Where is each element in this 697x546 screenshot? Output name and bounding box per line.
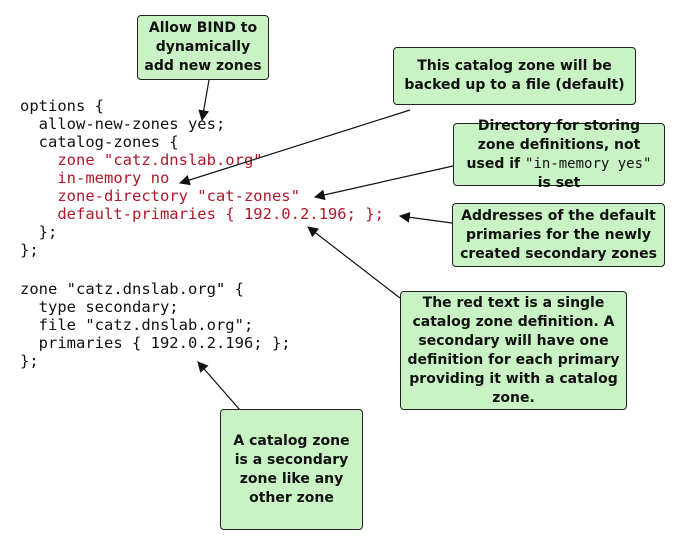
callout-directory: Directory for storing zone definitions, … (453, 118, 665, 191)
code-line-zone-directory: zone-directory "cat-zones" (20, 187, 300, 205)
code-line: primaries { 192.0.2.196; }; (20, 334, 291, 352)
inline-code: "in-memory yes" (525, 155, 652, 172)
code-line: options { (20, 97, 104, 115)
code-line: }; (20, 223, 58, 241)
code-line: allow-new-zones yes; (20, 115, 226, 133)
arrow-addresses (398, 211, 453, 224)
code-line: type secondary; (20, 298, 179, 316)
callout-addresses: Addresses of the default primaries for t… (452, 203, 665, 267)
code-line-catalog-zone: zone "catz.dnslab.org" (20, 151, 263, 169)
options-code-block: options { allow-new-zones yes; catalog-z… (20, 97, 384, 259)
callout-allow-bind: Allow BIND to dynamically add new zones (137, 15, 269, 80)
arrow-red-text (307, 226, 401, 299)
code-line-in-memory: in-memory no (20, 169, 170, 187)
code-line-default-primaries: default-primaries { 192.0.2.196; }; (20, 205, 384, 223)
code-line: catalog-zones { (20, 133, 179, 151)
callout-backed-up: This catalog zone will be backed up to a… (393, 47, 636, 105)
arrow-allow-bind (198, 79, 210, 122)
code-line: file "catz.dnslab.org"; (20, 316, 254, 334)
arrow-directory (313, 165, 454, 201)
callout-catalog-zone: A catalog zone is a secondary zone like … (220, 409, 363, 530)
code-line: zone "catz.dnslab.org" { (20, 280, 244, 298)
callout-red-text: The red text is a single catalog zone de… (400, 291, 627, 410)
code-line: }; (20, 352, 39, 370)
arrow-catalog-zone (197, 361, 241, 411)
code-line: }; (20, 241, 39, 259)
zone-code-block: zone "catz.dnslab.org" { type secondary;… (20, 280, 291, 370)
arrow-backed-up (178, 109, 411, 186)
